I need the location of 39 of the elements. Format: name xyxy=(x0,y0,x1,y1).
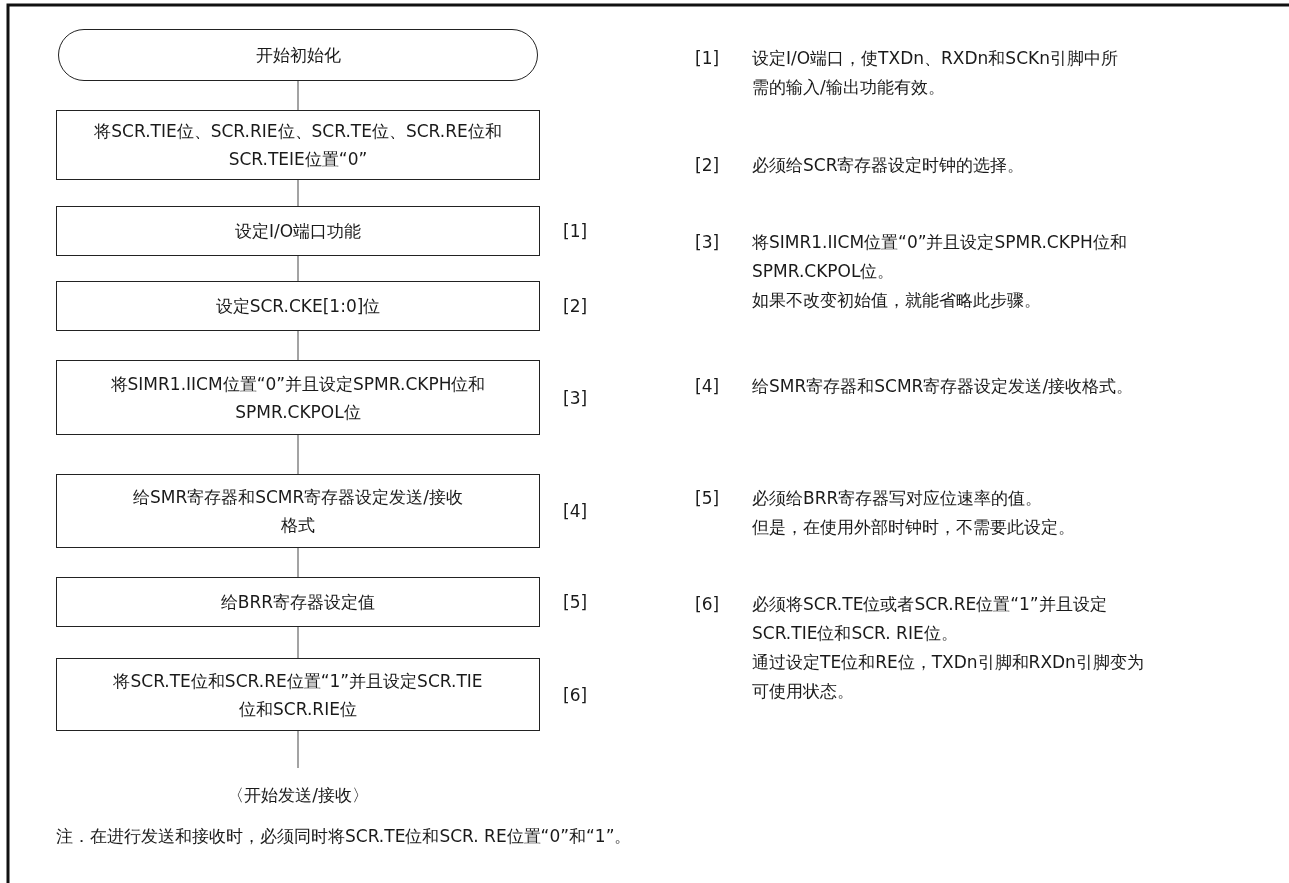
process-box: 将SCR.TE位和SCR.RE位置“1”并且设定SCR.TIE位和SCR.RIE位 xyxy=(56,658,540,731)
connector-line xyxy=(297,80,299,111)
process-box: 设定I/O端口功能 xyxy=(56,206,540,256)
process-box: 将SIMR1.IICM位置“0”并且设定SPMR.CKPH位和SPMR.CKPOL位 xyxy=(56,360,540,435)
terminal-box: 开始初始化 xyxy=(58,29,538,81)
connector-line xyxy=(297,434,299,475)
process-box: 给BRR寄存器设定值 xyxy=(56,577,540,627)
process-box: 给SMR寄存器和SCMR寄存器设定发送/接收格式 xyxy=(56,474,540,548)
note-text: 设定I/O端口，使TXDn、RXDn和SCKn引脚中所需的输入/输出功能有效。 xyxy=(752,47,1119,99)
step-number: [4] xyxy=(563,500,588,523)
step-number: [1] xyxy=(563,220,588,243)
note-number: [2] xyxy=(695,154,721,177)
note-text: 必须将SCR.TE位或者SCR.RE位置“1”并且设定SCR.TIE位和SCR. RIE位。 xyxy=(752,593,1108,645)
connector-line xyxy=(297,255,299,282)
connector-line xyxy=(297,547,299,578)
connector-line xyxy=(297,179,299,207)
note-number: [5] xyxy=(695,487,721,510)
note-number: [3] xyxy=(695,231,721,254)
step-number: [5] xyxy=(563,591,588,614)
note-number: [6] xyxy=(695,593,721,616)
step-number: [2] xyxy=(563,295,588,318)
note-text: 通过设定TE位和RE位，TXDn引脚和RXDn引脚变为可使用状态。 xyxy=(752,651,1145,703)
step-number: [6] xyxy=(563,683,588,707)
connector-line xyxy=(297,330,299,361)
connector-line xyxy=(297,730,299,769)
process-box: 将SCR.TIE位、SCR.RIE位、SCR.TE位、SCR.RE位和SCR.TEIE位置“0” xyxy=(56,110,540,180)
connector-line xyxy=(297,626,299,659)
end-text: 〈开始发送/接收〉 xyxy=(198,780,398,810)
note-text: 将SIMR1.IICM位置“0”并且设定SPMR.CKPH位和SPMR.CKPOL位。 xyxy=(752,231,1128,283)
note-text: 但是，在使用外部时钟时，不需要此设定。 xyxy=(752,516,1076,539)
process-box: 设定SCR.CKE[1:0]位 xyxy=(56,281,540,331)
note-text: 如果不改变初始值，就能省略此步骤。 xyxy=(752,289,1042,312)
note-number: [1] xyxy=(695,47,721,70)
note-text: 给SMR寄存器和SCMR寄存器设定发送/接收格式。 xyxy=(752,375,1135,398)
note-number: [4] xyxy=(695,375,721,398)
footnote: 注．在进行发送和接收时，必须同时将SCR.TE位和SCR. RE位置“0”和“1”。 xyxy=(56,825,633,848)
note-text: 必须给BRR寄存器写对应位速率的值。 xyxy=(752,487,1044,510)
note-text: 必须给SCR寄存器设定时钟的选择。 xyxy=(752,154,1026,177)
step-number: [3] xyxy=(563,386,588,410)
